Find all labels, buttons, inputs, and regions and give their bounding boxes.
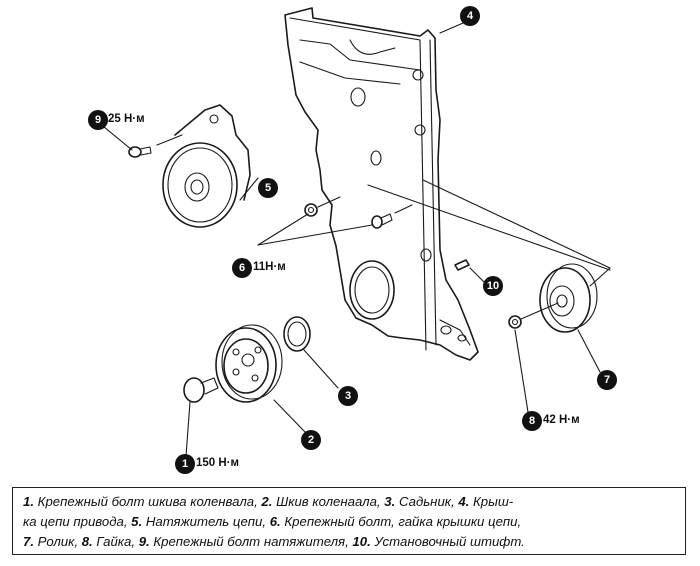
legend-num: 5. [131,514,143,529]
legend-line-2: ка цепи привода, 5. Натяжитель цепи, 6. … [23,512,675,532]
chain-tensioner [162,104,251,228]
callout-7: 7 [597,370,617,390]
legend-text: Крыш- [473,494,514,509]
legend-text: Установочный штифт. [374,534,525,549]
crank-pulley-bolt [183,377,219,403]
callout-5: 5 [258,178,278,198]
legend-text: Крепежный болт натяжителя, [153,534,349,549]
parts-legend: 1. Крепежный болт шкива коленвала, 2. Шк… [12,487,686,555]
legend-num: 4. [458,494,470,509]
legend-num: 2. [261,494,273,509]
cover-nut-and-bolt [304,196,413,229]
legend-text: ка цепи привода, [23,514,128,529]
legend-num: 7. [23,534,34,549]
roller-nut [508,302,559,329]
callout-4: 4 [460,6,480,26]
callout-6: 6 [232,258,252,278]
idler-roller [539,263,598,333]
legend-num: 8. [81,534,93,549]
legend-text: Шкив коленаала, [276,494,381,509]
callout-1: 1 [175,454,195,474]
tensioner-bolt [128,134,183,158]
torque-1: 150 Н·м [196,457,240,469]
legend-text: Ролик, [37,534,79,549]
callout-9: 9 [88,110,108,130]
crankshaft-pulley [215,324,283,403]
legend-text: Гайка, [96,534,136,549]
torque-6: 11Н·м [253,261,286,273]
legend-text: Натяжитель цепи, [145,514,267,529]
legend-num: 6. [269,514,281,529]
callout-8: 8 [522,411,542,431]
legend-num: 10. [352,534,371,549]
legend-num: 3. [384,494,396,509]
callout-10: 10 [483,276,503,296]
legend-text: Крепежный болт, гайка крышки цепи, [284,514,522,529]
legend-num: 1. [23,494,34,509]
torque-9: 25 Н·м [108,113,145,125]
oil-seal [283,316,311,352]
callout-2: 2 [301,430,321,450]
timing-chain-cover [284,7,479,361]
legend-line-1: 1. Крепежный болт шкива коленвала, 2. Шк… [23,492,675,512]
dowel-pin [454,259,470,271]
leader-lines [97,19,611,457]
legend-text: Садьник, [398,494,455,509]
callout-3: 3 [338,386,358,406]
legend-text: Крепежный болт шкива коленвала, [37,494,258,509]
legend-line-3: 7. Ролик, 8. Гайка, 9. Крепежный болт на… [23,532,675,552]
legend-num: 9. [138,534,150,549]
torque-8: 42 Н·м [543,414,580,426]
